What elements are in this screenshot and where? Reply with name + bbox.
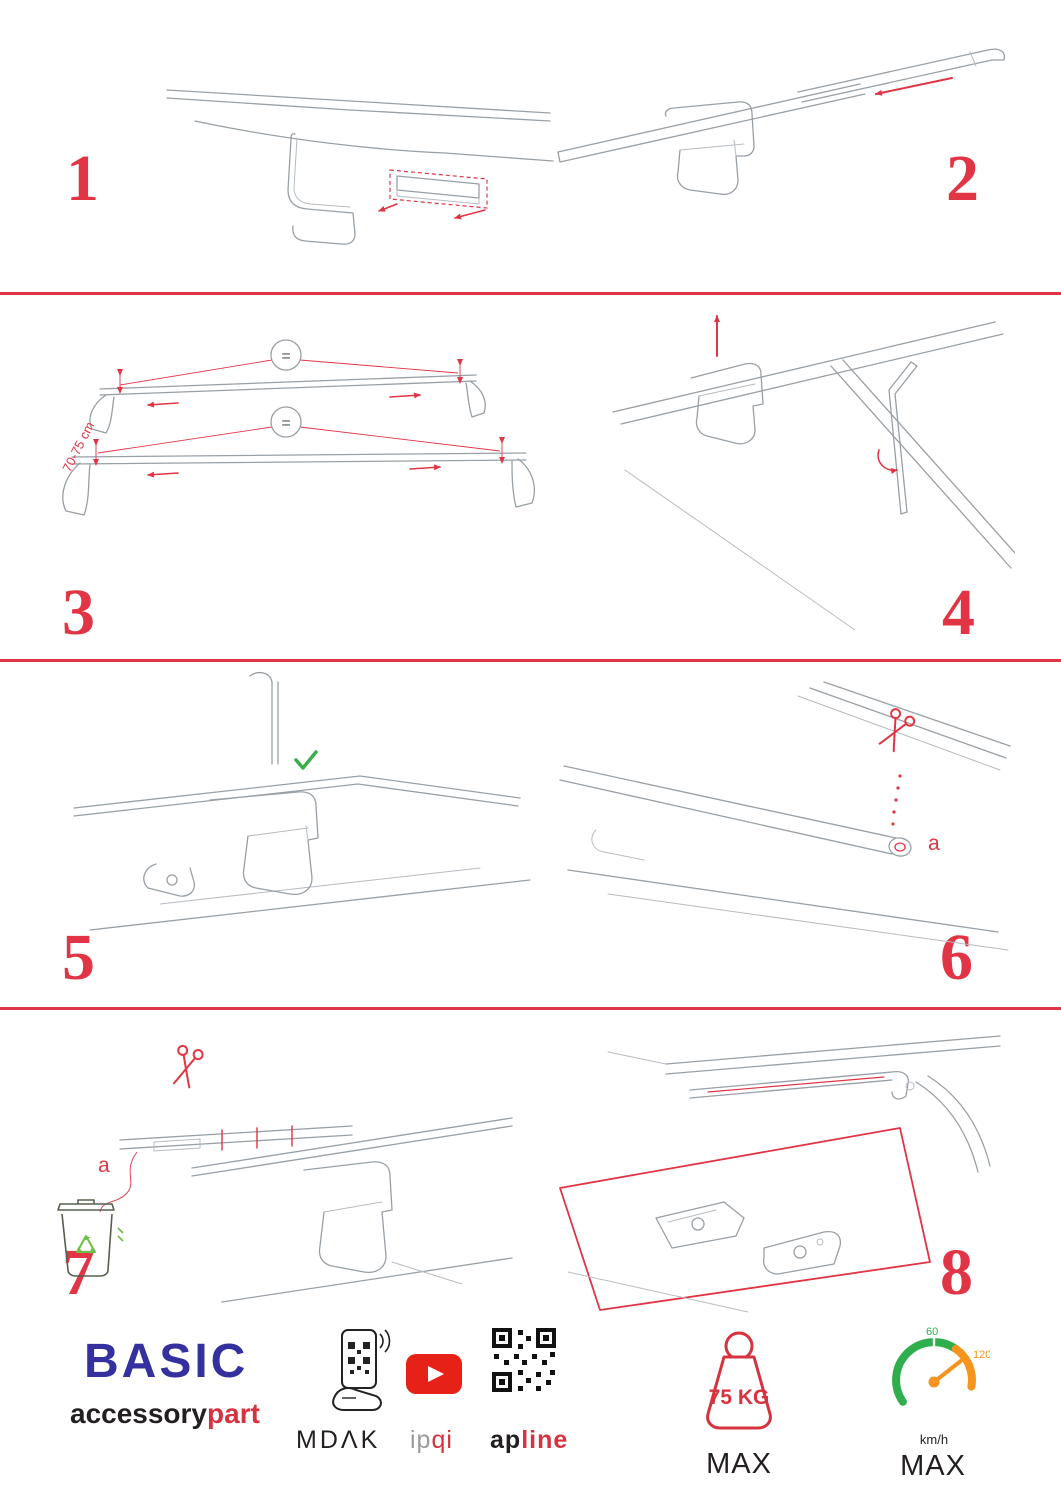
step-1-number: 1 [66, 142, 99, 215]
dimension-label: 70-75 cm [59, 419, 97, 474]
step-4-number: 4 [942, 576, 975, 649]
step-1-drawing [166, 89, 554, 245]
recycle-icon [76, 1235, 96, 1255]
step-6-number: 6 [940, 921, 973, 994]
step-5-number: 5 [62, 921, 95, 994]
equal-sign-bottom: = [281, 415, 290, 432]
weight-max-label: MAX [706, 1448, 772, 1480]
speed-tick-low: 60 [926, 1326, 938, 1338]
label-ipqi: ipqi [410, 1426, 453, 1455]
brand-accessorypart: accessorypart [70, 1398, 260, 1430]
step-8-number: 8 [940, 1236, 973, 1309]
label-mdak: MDΛK [296, 1426, 381, 1454]
step-6-drawing: a [559, 681, 1011, 951]
speed-tick-high: 120 [973, 1349, 990, 1361]
ipqi-gray-text: ip [410, 1426, 432, 1454]
apline-red-text: line [521, 1426, 569, 1454]
brand-accessory-text: accessory [70, 1398, 208, 1429]
section-divider-2 [0, 659, 1061, 662]
step-3-number: 3 [62, 576, 95, 649]
qr-code-icon [490, 1326, 558, 1394]
brand-part-text: part [207, 1398, 260, 1429]
scissors-icon [168, 1043, 205, 1090]
qr-phone-icon [332, 1329, 391, 1411]
label-apline: apline [490, 1426, 568, 1455]
step-2-number: 2 [946, 142, 979, 215]
trash-bin-icon [57, 1199, 115, 1277]
speedometer-icon: 60 120 [892, 1326, 990, 1406]
section-divider-1 [0, 292, 1061, 295]
step-3-drawing: = = 70-75 cm [59, 339, 535, 516]
step-4-drawing [612, 315, 1015, 631]
brand-basic: BASIC [84, 1335, 249, 1388]
step-5-drawing [73, 671, 531, 931]
part-a-label: a [98, 1154, 110, 1177]
check-icon [294, 750, 318, 770]
equal-sign-top: = [281, 348, 290, 365]
step-8-drawing [559, 1035, 1001, 1313]
ipqi-red-text: qi [431, 1426, 453, 1454]
weight-value: 75 KG [709, 1386, 770, 1409]
scissors-icon [874, 706, 917, 755]
apline-black-text: ap [490, 1426, 522, 1454]
section-divider-3 [0, 1007, 1061, 1010]
speed-max-label: MAX [900, 1450, 966, 1482]
youtube-icon [406, 1354, 462, 1394]
step-7-drawing: a [57, 1043, 513, 1303]
step-2-drawing [557, 48, 1006, 196]
part-a-label: a [928, 832, 940, 855]
speed-unit-label: km/h [919, 1432, 949, 1447]
weight-icon: 75 KG [706, 1331, 772, 1430]
